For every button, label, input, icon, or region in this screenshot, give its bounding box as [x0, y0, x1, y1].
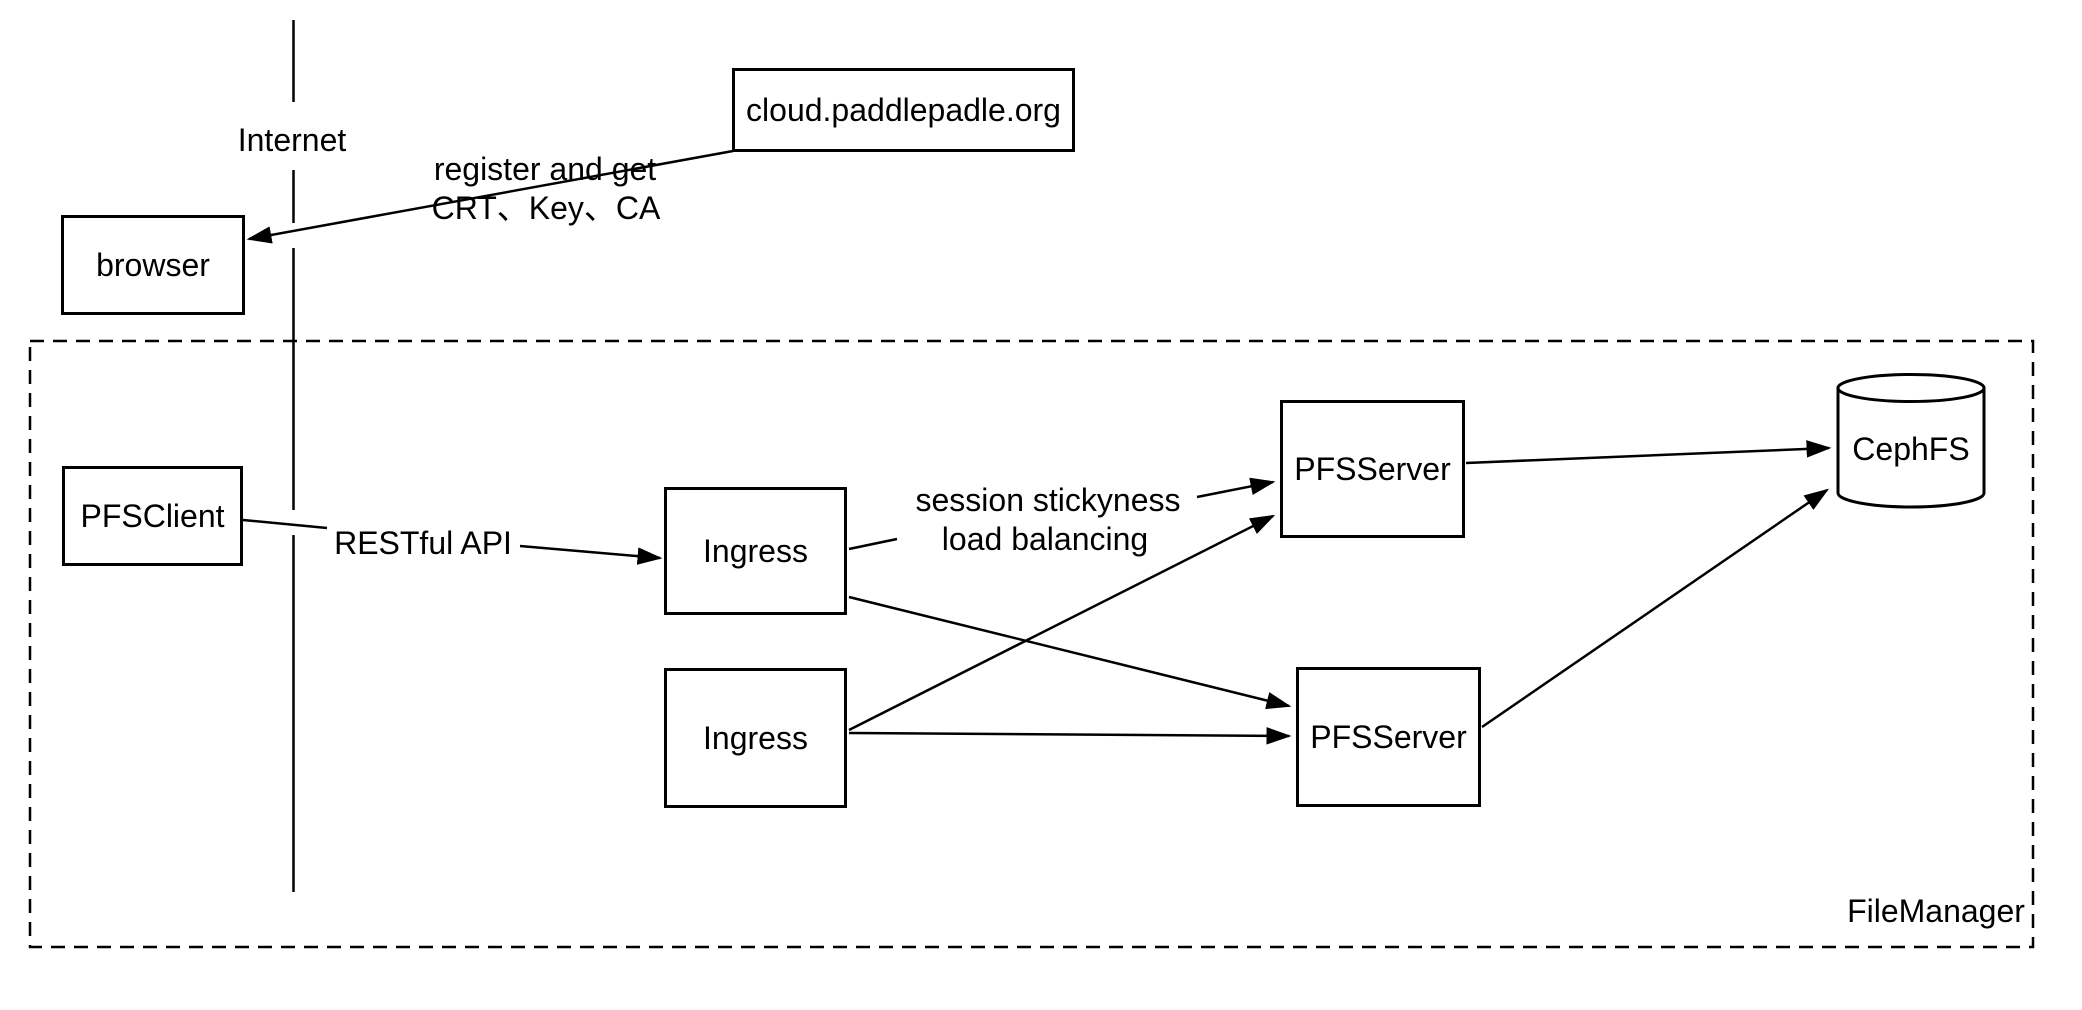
register-label-line1: register and get — [433, 151, 657, 187]
edge-stickyness-label-to-pfsserver-top — [1196, 477, 1276, 499]
node-ingress-top: Ingress — [664, 487, 847, 615]
node-cephfs-label: CephFS — [1852, 431, 1970, 467]
cephfs-cylinder — [1836, 373, 1986, 509]
edge-ingress-top-to-pfsserver-bottom — [848, 595, 1292, 710]
node-ingress-top-label: Ingress — [703, 533, 808, 569]
session-stickyness-label: session stickyness — [915, 482, 1181, 518]
node-cloud-label: cloud.paddlepadle.org — [746, 92, 1061, 128]
node-browser: browser — [61, 215, 245, 315]
node-pfsserver-bottom: PFSServer — [1296, 667, 1481, 807]
edge-pfsclient-to-restful-label — [242, 518, 328, 530]
edge-pfsserver-top-to-cephfs — [1465, 440, 1832, 465]
node-cloud: cloud.paddlepadle.org — [732, 68, 1075, 152]
load-balancing-label: load balancing — [941, 521, 1149, 557]
internet-label: Internet — [237, 122, 347, 158]
filemanager-boundary — [28, 339, 2035, 949]
register-label-line2: CRT、Key、CA — [431, 190, 661, 226]
edge-ingress-top-to-stickyness-label — [848, 537, 898, 551]
edge-restful-label-to-ingress-top — [519, 544, 663, 565]
node-browser-label: browser — [96, 247, 210, 283]
node-pfsserver-bottom-label: PFSServer — [1310, 719, 1467, 755]
node-pfsserver-top-label: PFSServer — [1294, 451, 1451, 487]
node-ingress-bottom: Ingress — [664, 668, 847, 808]
node-ingress-bottom-label: Ingress — [703, 720, 808, 756]
node-pfsclient: PFSClient — [62, 466, 243, 566]
edge-ingress-bottom-to-pfsserver-top — [848, 514, 1276, 732]
filemanager-label: FileManager — [1847, 893, 2025, 929]
edge-cloud-to-browser — [246, 149, 734, 244]
node-pfsserver-top: PFSServer — [1280, 400, 1465, 538]
edge-pfsserver-bottom-to-cephfs — [1481, 488, 1830, 729]
node-pfsclient-label: PFSClient — [80, 498, 225, 534]
restful-api-label: RESTful API — [334, 525, 512, 561]
edge-ingress-bottom-to-pfsserver-bottom — [848, 727, 1292, 745]
